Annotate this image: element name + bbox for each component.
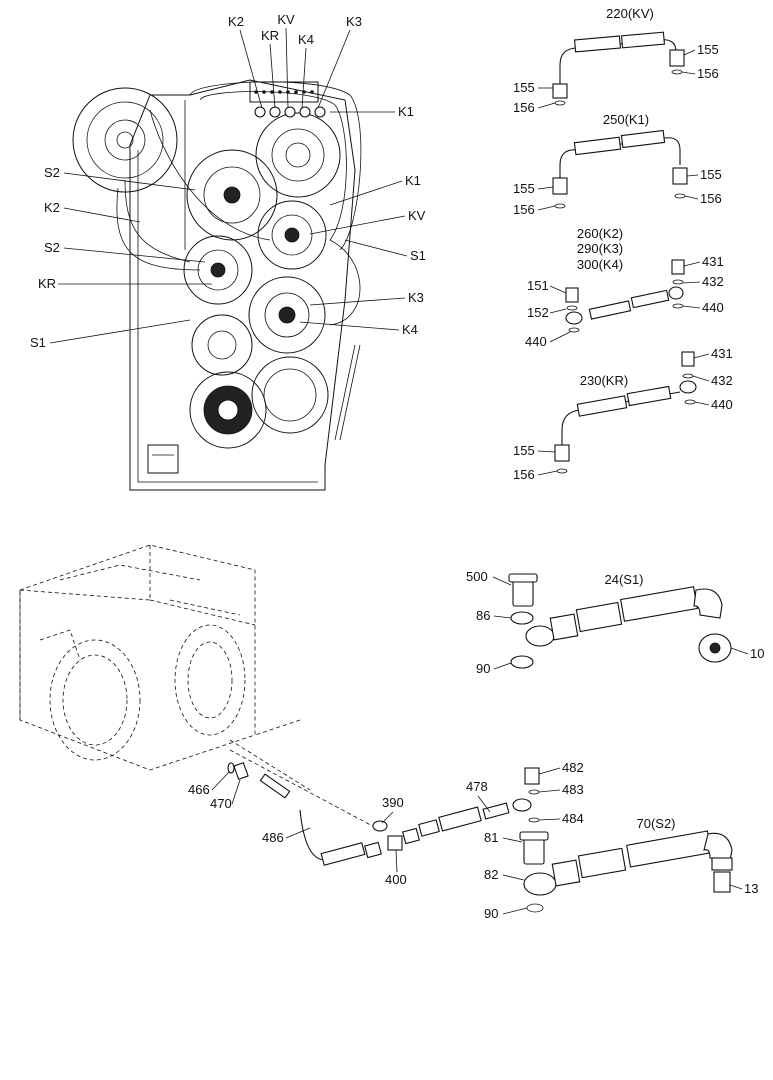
kit-part-151: 151 — [527, 278, 549, 293]
hose-kit-kr: 230(KR) 431 432 440 155 156 — [513, 346, 733, 482]
bottom-assembly: 466 470 486 390 400 478 482 483 484 — [188, 760, 584, 887]
kr-part-431: 431 — [711, 346, 733, 361]
s1-part-500: 500 — [466, 569, 488, 584]
front-label-k2-a: K2 — [44, 200, 60, 215]
kit-k2-title: 260(K2) — [577, 226, 623, 241]
kv-part-155-right: 155 — [697, 42, 719, 57]
hose-kit-s1: 24(S1) 500 86 90 10 — [466, 569, 764, 676]
k1-part-156-left: 156 — [513, 202, 535, 217]
front-label-k4-a: K4 — [402, 322, 418, 337]
s1-part-86: 86 — [476, 608, 490, 623]
s1-part-90: 90 — [476, 661, 490, 676]
transmission-front-view: K2 KR KV K4 K3 S2 K2 S2 KR S1 K1 K1 KV S… — [30, 12, 426, 491]
kit-s2-title: 70(S2) — [636, 816, 675, 831]
front-label-k1-a: K1 — [398, 104, 414, 119]
kit-k4-title: 300(K4) — [577, 257, 623, 272]
kr-part-440: 440 — [711, 397, 733, 412]
k1-part-156-right: 156 — [700, 191, 722, 206]
s2-part-82: 82 — [484, 867, 498, 882]
front-label-kr-a: KR — [38, 276, 56, 291]
kit-part-440-right: 440 — [702, 300, 724, 315]
kit-part-152: 152 — [527, 305, 549, 320]
part-482: 482 — [562, 760, 584, 775]
kit-part-431: 431 — [702, 254, 724, 269]
hose-kit-kv: 220(KV) 155 156 155 156 — [513, 6, 719, 115]
kit-s1-title: 24(S1) — [604, 572, 643, 587]
hose-kit-k1: 250(K1) 155 156 155 156 — [513, 112, 722, 217]
front-label-s1-b: S1 — [410, 248, 426, 263]
k1-part-155-left: 155 — [513, 181, 535, 196]
part-478: 478 — [466, 779, 488, 794]
front-label-s2-b: S2 — [44, 240, 60, 255]
front-label-k2: K2 — [228, 14, 244, 29]
kit-kr-title: 230(KR) — [580, 373, 628, 388]
part-486: 486 — [262, 830, 284, 845]
front-label-k1-b: K1 — [405, 173, 421, 188]
s2-part-90: 90 — [484, 906, 498, 921]
kr-part-156: 156 — [513, 467, 535, 482]
kit-kv-title: 220(KV) — [606, 6, 654, 21]
s2-part-81: 81 — [484, 830, 498, 845]
part-400: 400 — [385, 872, 407, 887]
hose-kit-k2-k3-k4: 260(K2) 290(K3) 300(K4) 151 152 440 431 … — [525, 226, 724, 349]
kit-k3-title: 290(K3) — [577, 241, 623, 256]
kr-part-155: 155 — [513, 443, 535, 458]
front-label-kv: KV — [277, 12, 295, 27]
front-label-s1-a: S1 — [30, 335, 46, 350]
part-390: 390 — [382, 795, 404, 810]
housing-iso-view — [19, 544, 381, 831]
hose-kit-s2: 70(S2) 81 82 90 13 — [484, 816, 758, 921]
front-label-kv-a: KV — [408, 208, 426, 223]
front-label-k4: K4 — [298, 32, 314, 47]
kv-part-156-left: 156 — [513, 100, 535, 115]
front-label-kr: KR — [261, 28, 279, 43]
front-label-s2-a: S2 — [44, 165, 60, 180]
front-label-k3-a: K3 — [408, 290, 424, 305]
kit-k1-title: 250(K1) — [603, 112, 649, 127]
k1-part-155-right: 155 — [700, 167, 722, 182]
part-483: 483 — [562, 782, 584, 797]
kv-part-156-right: 156 — [697, 66, 719, 81]
kv-part-155-left: 155 — [513, 80, 535, 95]
kit-part-432: 432 — [702, 274, 724, 289]
s1-part-10: 10 — [750, 646, 764, 661]
part-470: 470 — [210, 796, 232, 811]
part-484: 484 — [562, 811, 584, 826]
kr-part-432: 432 — [711, 373, 733, 388]
s2-part-13: 13 — [744, 881, 758, 896]
kit-part-440-left: 440 — [525, 334, 547, 349]
front-label-k3: K3 — [346, 14, 362, 29]
part-466: 466 — [188, 782, 210, 797]
